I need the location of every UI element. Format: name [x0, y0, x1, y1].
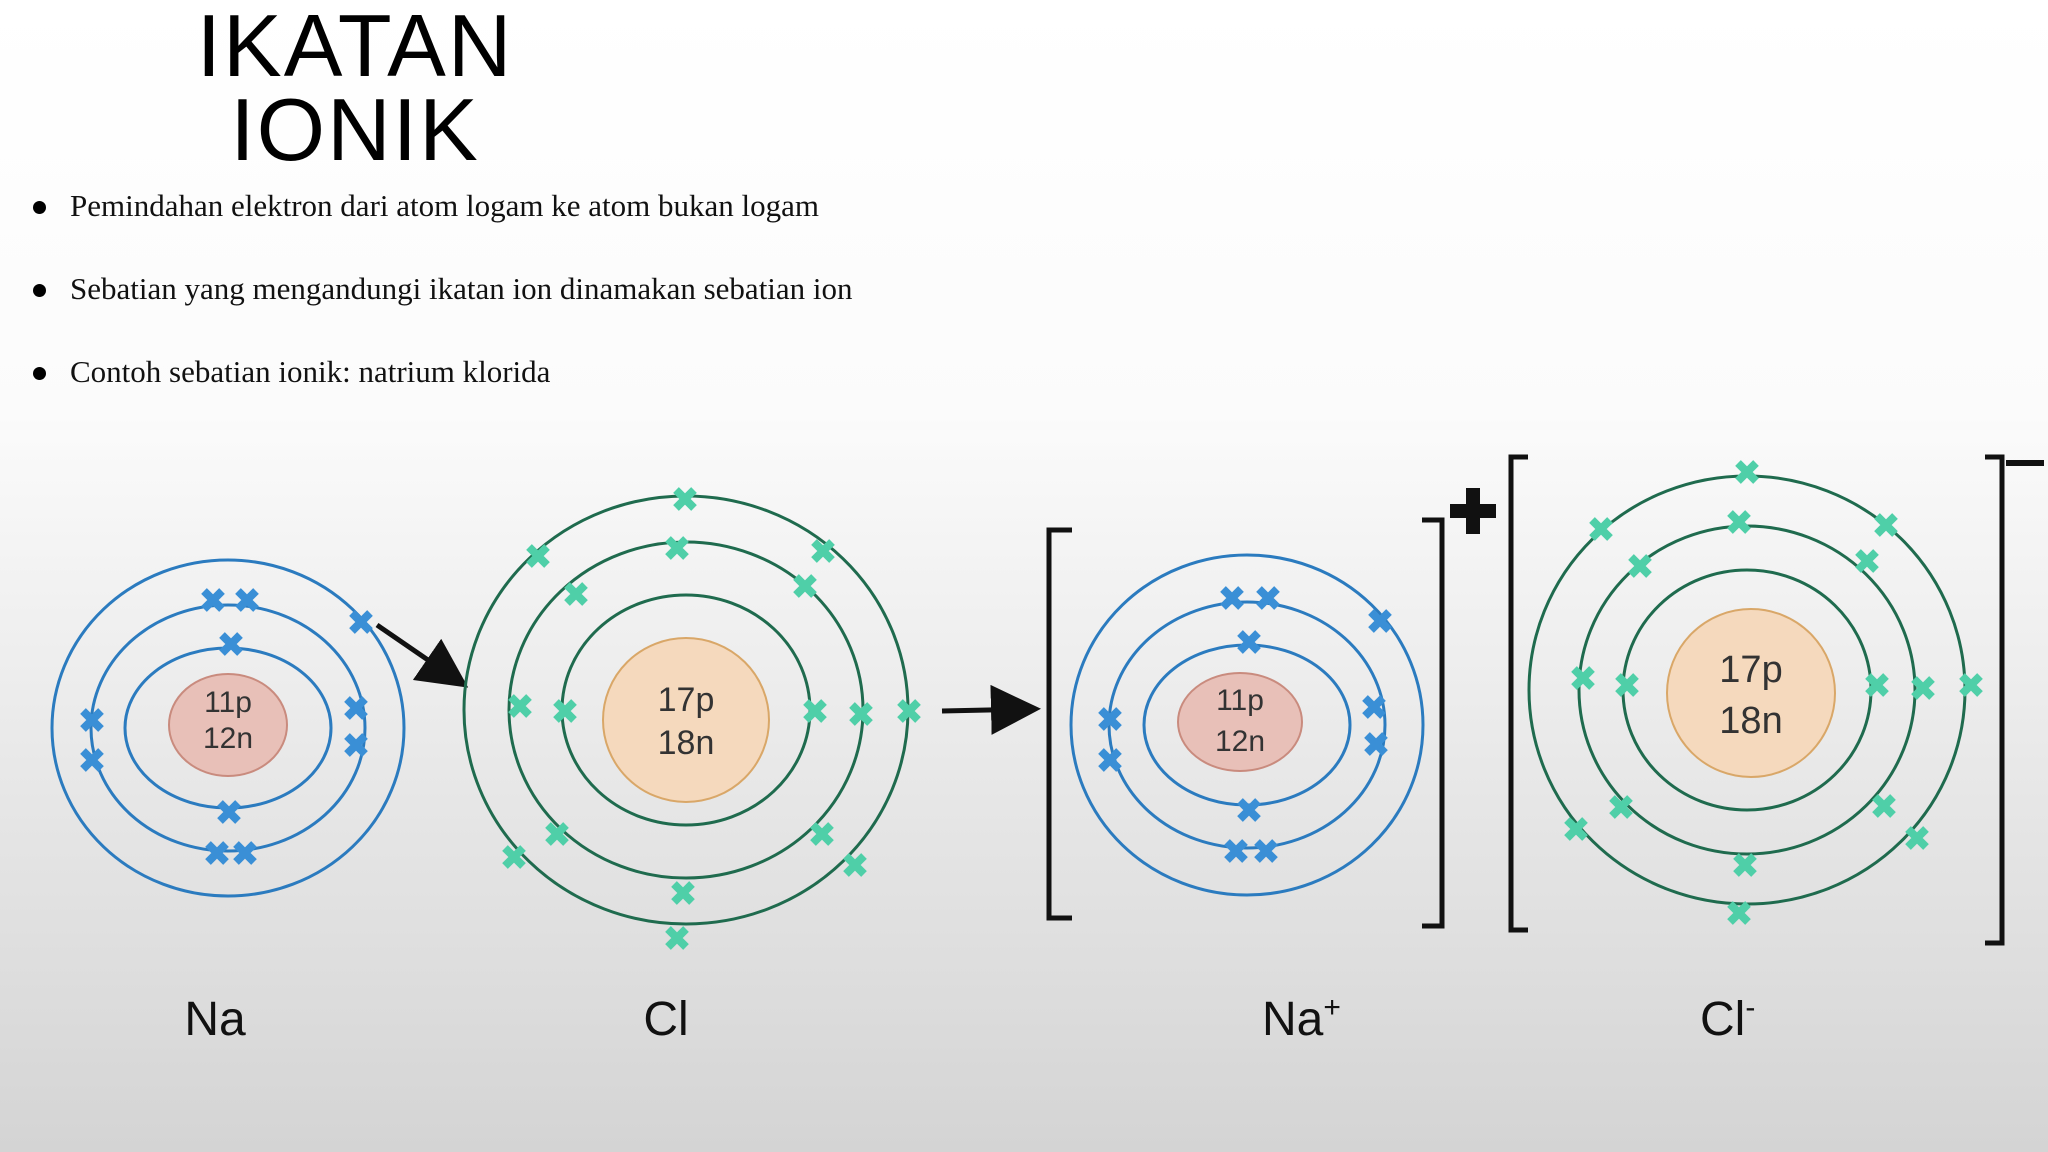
na-nucleus	[168, 673, 288, 777]
na-shell-3	[50, 558, 406, 898]
minus-icon	[2006, 460, 2044, 466]
na-ion-nucleus	[1177, 672, 1303, 772]
electron-icon	[222, 635, 240, 653]
electron-icon	[548, 825, 566, 843]
electron-icon	[556, 702, 574, 720]
electron-icon	[674, 884, 692, 902]
cl-nucleus	[602, 637, 770, 803]
electron-icon	[1365, 698, 1383, 716]
cl-ion-left-bracket-icon	[1508, 454, 1528, 933]
electron-icon	[796, 577, 814, 595]
bullet-item: Sebatian yang mengandungi ikatan ion din…	[28, 271, 853, 354]
na-ion-shell-3	[1069, 553, 1425, 897]
electron-icon	[1574, 669, 1592, 687]
na-label: Na	[184, 993, 246, 1046]
electron-icon	[1240, 633, 1258, 651]
bullet-item: Contoh sebatian ionik: natrium klorida	[28, 354, 853, 437]
electron-icon	[1736, 856, 1754, 874]
cl-ion-right-bracket-icon	[1985, 454, 2005, 946]
electron-icon	[1730, 513, 1748, 531]
electron-icon	[1101, 751, 1119, 769]
na-ion-label: Na+	[1262, 991, 1341, 1046]
na-shell-2	[89, 603, 367, 853]
bullet-list: Pemindahan elektron dari atom logam ke a…	[28, 188, 853, 437]
na-protons: 11p	[204, 686, 252, 719]
cl-ion-nucleus	[1666, 608, 1836, 778]
cl-ion-protons: 17p	[1719, 649, 1782, 691]
electron-icon	[1257, 842, 1275, 860]
electron-icon	[220, 803, 238, 821]
electron-icon	[852, 705, 870, 723]
electron-icon	[1914, 679, 1932, 697]
electron-icon	[814, 542, 832, 560]
electron-icon	[846, 856, 864, 874]
electron-icon	[236, 844, 254, 862]
cl-protons: 17p	[658, 681, 715, 719]
electron-icon	[1592, 520, 1610, 538]
na-ion-charge: +	[1323, 991, 1341, 1024]
na-ion: 11p 12n Na+	[1046, 488, 1496, 1046]
electron-icon	[83, 751, 101, 769]
reaction-arrow-icon	[941, 684, 1041, 735]
electron-icon	[813, 825, 831, 843]
cl-ion-neutrons: 18n	[1719, 700, 1782, 742]
bullet-item: Pemindahan elektron dari atom logam ke a…	[28, 188, 853, 271]
electron-icon	[1908, 829, 1926, 847]
na-ion-symbol: Na	[1262, 993, 1324, 1046]
electron-icon	[1618, 676, 1636, 694]
electron-icon	[352, 613, 370, 631]
electron-icon	[668, 929, 686, 947]
cl-ion-label: Cl-	[1700, 991, 1755, 1046]
electron-icon	[1738, 463, 1756, 481]
electron-icon	[1730, 904, 1748, 922]
electron-icon	[505, 848, 523, 866]
cl-ion-charge: -	[1745, 991, 1755, 1024]
na-ion-protons: 11p	[1216, 684, 1264, 717]
electron-icon	[1858, 552, 1876, 570]
electron-icon	[208, 844, 226, 862]
electron-icon	[1227, 842, 1245, 860]
plus-icon	[1450, 488, 1496, 534]
na-atom: 11p 12n Na	[50, 558, 406, 1046]
electron-icon	[567, 585, 585, 603]
electron-transfer-arrow-icon	[375, 622, 469, 688]
page-title: IKATAN IONIK	[170, 0, 540, 179]
cl-ion-symbol: Cl	[1700, 993, 1745, 1046]
na-ion-right-bracket-icon	[1422, 517, 1445, 929]
electron-icon	[1631, 557, 1649, 575]
na-ion-left-bracket-icon	[1046, 527, 1072, 921]
cl-ion: 17p 18n Cl-	[1508, 454, 2044, 1046]
electron-icon	[1223, 589, 1241, 607]
na-neutrons: 12n	[203, 722, 253, 755]
cl-atom: 17p 18n Cl	[462, 490, 918, 1046]
cl-label: Cl	[643, 993, 688, 1046]
title-line-2: IONIK	[230, 80, 480, 179]
title-line-1: IKATAN	[196, 0, 514, 95]
cl-neutrons: 18n	[658, 724, 715, 762]
electron-icon	[511, 697, 529, 715]
electron-icon	[1875, 797, 1893, 815]
electron-icon	[676, 490, 694, 508]
electron-icon	[1877, 516, 1895, 534]
na-ion-neutrons: 12n	[1215, 725, 1265, 758]
